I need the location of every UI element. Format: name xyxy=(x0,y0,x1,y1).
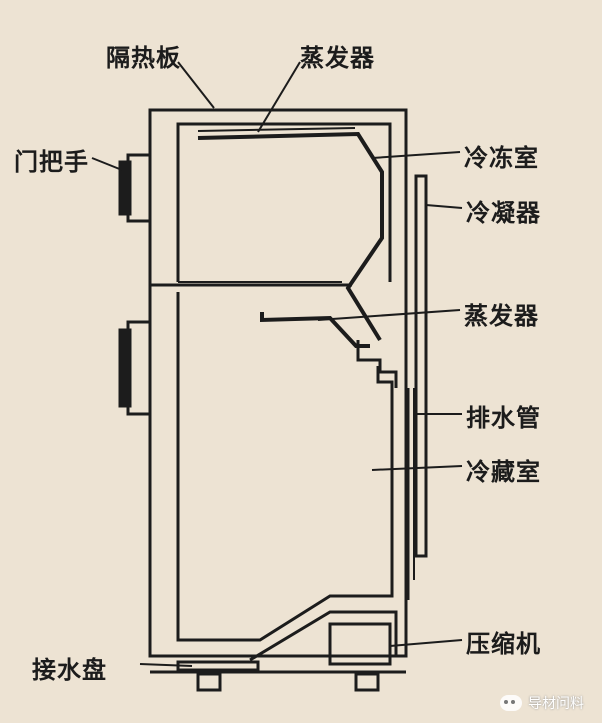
front-foot xyxy=(196,672,222,692)
label-evaporator-mid: 蒸发器 xyxy=(464,302,539,330)
condenser-coil xyxy=(414,174,428,558)
cabinet-outer-wall xyxy=(148,108,408,658)
leader-door-handle xyxy=(91,157,123,171)
leader-drip-tray xyxy=(139,663,193,667)
rear-foot xyxy=(354,672,380,692)
leader-compressor xyxy=(389,639,463,647)
evaporator-top-plate xyxy=(197,131,384,342)
wechat-icon xyxy=(500,695,522,711)
fridge-liner xyxy=(176,292,394,642)
leader-insulation xyxy=(177,61,215,109)
upper-door-handle-grip xyxy=(118,160,132,216)
label-freezer: 冷冻室 xyxy=(464,144,539,172)
label-fridge: 冷藏室 xyxy=(466,458,541,486)
watermark: 导材问料 xyxy=(500,693,584,713)
leader-evaporator-top xyxy=(257,61,301,133)
label-drain-pipe: 排水管 xyxy=(466,404,541,432)
label-evaporator-top: 蒸发器 xyxy=(300,44,375,72)
label-door-handle: 门把手 xyxy=(14,148,89,176)
lower-door-handle-grip xyxy=(118,328,132,408)
compressor-body xyxy=(328,622,392,666)
label-compressor: 压缩机 xyxy=(466,630,541,658)
leader-freezer xyxy=(371,151,461,159)
label-condenser: 冷凝器 xyxy=(466,199,541,227)
evaporator-mid-plate xyxy=(260,312,370,348)
leader-evaporator-mid xyxy=(317,309,461,321)
freezer-liner xyxy=(176,122,392,282)
leader-condenser xyxy=(425,204,463,209)
watermark-text: 导材问料 xyxy=(528,696,584,712)
leader-fridge xyxy=(371,465,463,471)
label-insulation: 隔热板 xyxy=(106,44,181,72)
evaporator-drain-trough xyxy=(356,340,398,388)
evaporator-top-plate-inner xyxy=(197,127,356,132)
label-drip-tray: 接水盘 xyxy=(32,656,107,684)
compressor-housing xyxy=(249,610,398,662)
